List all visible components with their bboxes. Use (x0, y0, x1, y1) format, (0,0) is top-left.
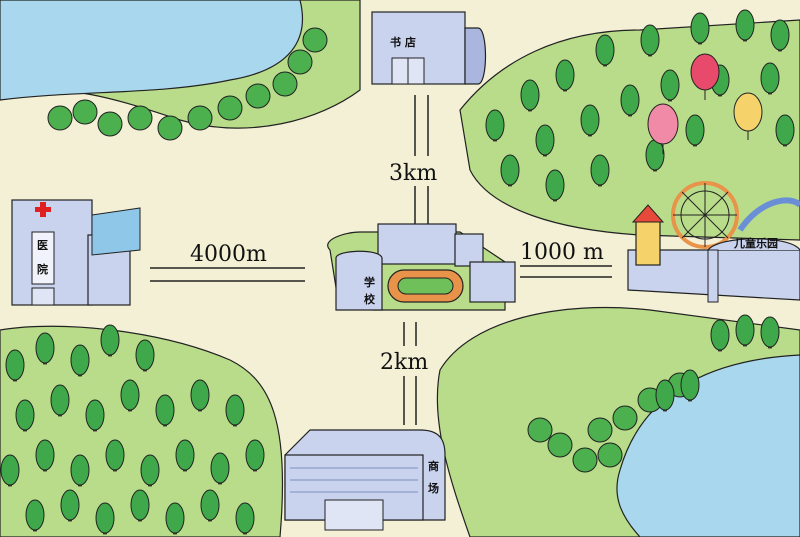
mall-label-1: 商 (428, 459, 439, 473)
amusement-park[interactable]: 儿童乐园 (627, 181, 800, 303)
distance-to-mall: 2km (380, 350, 428, 375)
amusement-park-label: 儿童乐园 (733, 236, 778, 250)
lake-bottom-right (616, 354, 800, 537)
mall[interactable]: 商 场 (284, 429, 446, 531)
bookstore-label: 书 店 (390, 35, 416, 49)
distance-to-amusement-park: 1000 m (520, 240, 604, 265)
distance-to-bookstore: 3km (389, 161, 437, 186)
school[interactable]: 学 校 (327, 223, 516, 311)
distance-to-hospital: 4000m (190, 242, 267, 267)
school-label-2: 校 (364, 292, 376, 306)
hospital-label-2: 院 (37, 262, 48, 276)
balloon-icons (647, 53, 763, 154)
school-label-1: 学 (364, 275, 375, 289)
grass-bottom-left (0, 325, 284, 537)
lake-top-left (0, 0, 304, 101)
mall-label-2: 场 (428, 481, 439, 495)
hospital[interactable]: 医 院 (11, 199, 141, 306)
bookstore[interactable]: 书 店 (371, 11, 487, 85)
hospital-label-1: 医 (37, 239, 48, 252)
